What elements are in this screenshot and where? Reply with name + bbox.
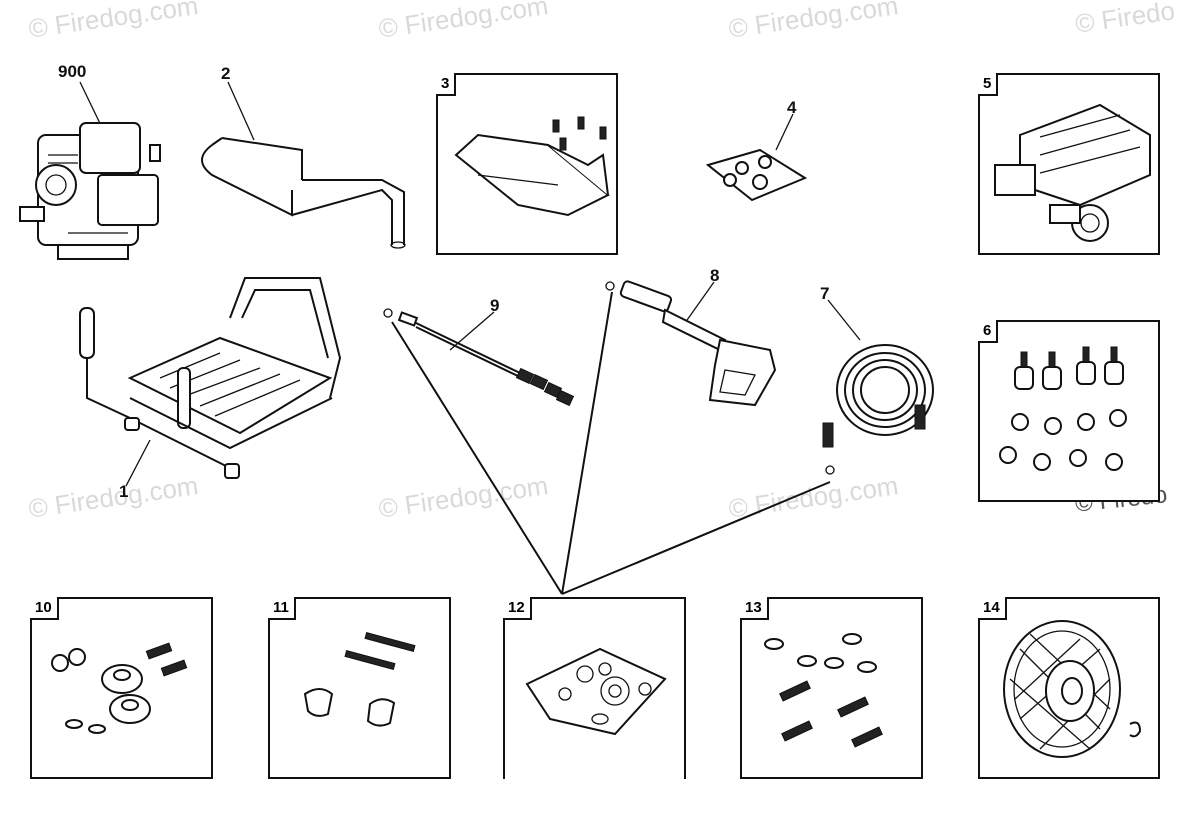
wheel-kit-drawing xyxy=(51,642,188,734)
box-label: 14 xyxy=(978,597,1007,620)
box-13: 13 xyxy=(740,597,923,779)
callout-frame: 1 xyxy=(119,482,129,501)
callout-engine: 900 xyxy=(58,62,87,81)
box-label: 10 xyxy=(30,597,59,620)
frame-drawing xyxy=(79,277,342,479)
nozzle-holder-drawing xyxy=(525,647,667,736)
isolator-kit-drawing xyxy=(999,346,1127,471)
wheel-drawing xyxy=(1003,620,1142,758)
box-label: 3 xyxy=(436,73,457,96)
hose-drawing xyxy=(822,344,934,475)
cover-plate-drawing xyxy=(454,116,610,217)
box-5: 5 xyxy=(978,73,1160,255)
pump-drawing xyxy=(994,103,1151,242)
box-label: 6 xyxy=(978,320,999,343)
box-3: 3 xyxy=(436,73,618,255)
handle-knob-kit-drawing xyxy=(303,632,416,727)
box-label: 12 xyxy=(503,597,532,620)
box-label: 11 xyxy=(268,597,296,620)
fitting-kit-drawing xyxy=(705,148,808,202)
hardware-kit-drawing xyxy=(764,633,883,748)
handle-drawing xyxy=(201,137,406,249)
callout-wand: 9 xyxy=(490,296,500,315)
callout-fitting-kit: 4 xyxy=(787,98,797,117)
spray-gun-drawing xyxy=(605,280,777,407)
callout-hose: 7 xyxy=(820,284,830,303)
wand-drawing xyxy=(383,308,575,407)
box-label: 13 xyxy=(740,597,769,620)
box-12: 12 xyxy=(503,597,686,779)
engine-drawing xyxy=(19,122,161,260)
box-label: 5 xyxy=(978,73,999,96)
callout-gun: 8 xyxy=(710,266,720,285)
box-6: 6 xyxy=(978,320,1160,502)
box-10: 10 xyxy=(30,597,213,779)
box-11: 11 xyxy=(268,597,451,779)
callout-handle: 2 xyxy=(221,64,231,83)
box-14: 14 xyxy=(978,597,1160,779)
